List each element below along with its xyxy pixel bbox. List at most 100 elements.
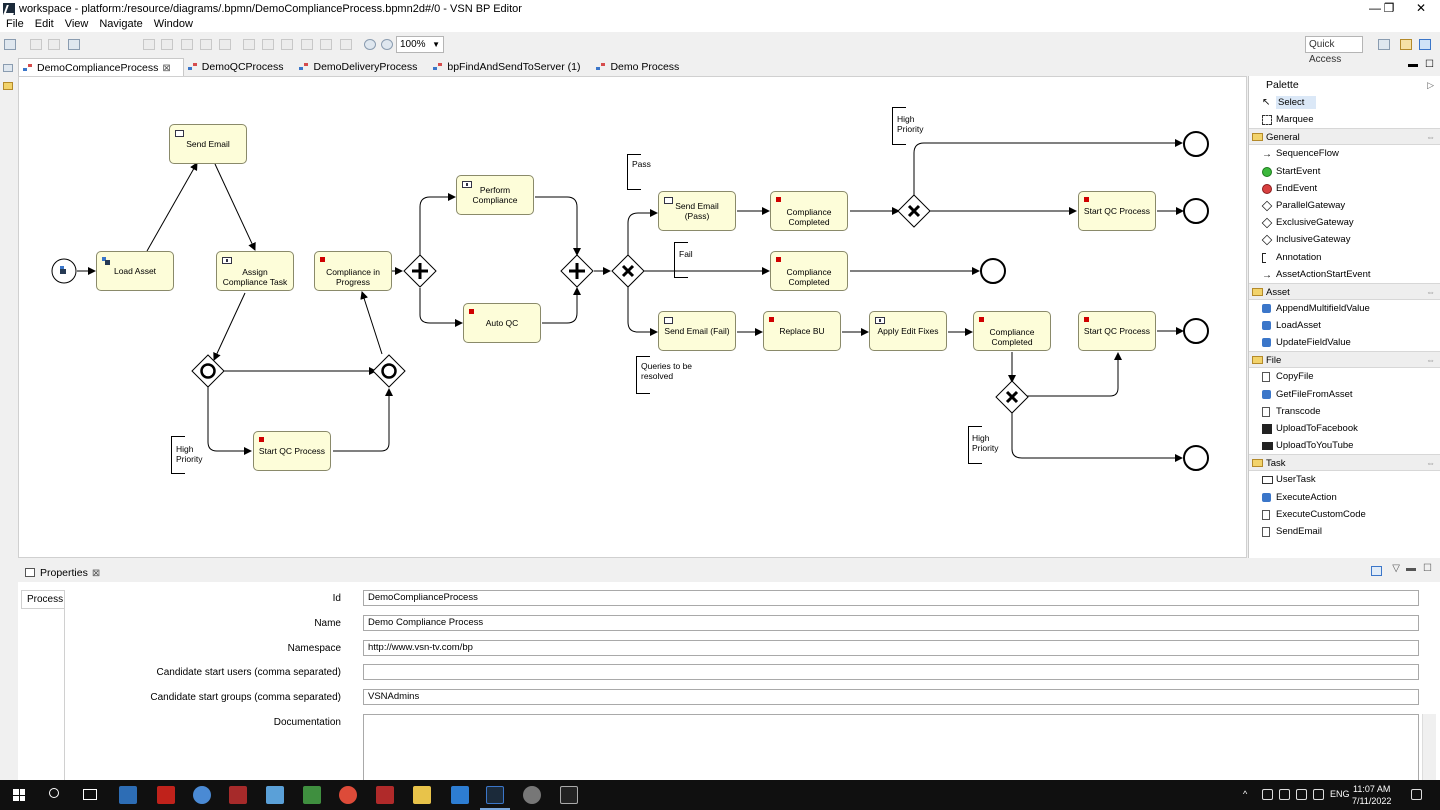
annotation-bracket[interactable] bbox=[627, 154, 641, 190]
new-icon[interactable] bbox=[4, 39, 16, 50]
terminal-app-icon[interactable] bbox=[560, 786, 578, 804]
language-indicator[interactable]: ENG bbox=[1330, 789, 1350, 799]
save-icon[interactable] bbox=[30, 39, 42, 50]
close-tab-icon[interactable]: ⊠ bbox=[91, 568, 101, 579]
candidate-users-field[interactable] bbox=[363, 664, 1419, 680]
palette-execute-action[interactable]: ExecuteAction bbox=[1249, 489, 1440, 506]
annotation-high-priority-2[interactable]: High Priority bbox=[176, 444, 203, 464]
palette-load-asset[interactable]: LoadAsset bbox=[1249, 317, 1440, 334]
palette-group-file[interactable]: File⇔ bbox=[1249, 351, 1440, 369]
menu-navigate[interactable]: Navigate bbox=[99, 18, 143, 30]
palette-group-general[interactable]: General⇔ bbox=[1249, 128, 1440, 146]
palette-start-event[interactable]: StartEvent bbox=[1249, 163, 1440, 180]
palette-update-field-value[interactable]: UpdateFieldValue bbox=[1249, 334, 1440, 351]
palette-annotation[interactable]: Annotation bbox=[1249, 249, 1440, 266]
align-right-icon[interactable] bbox=[181, 39, 193, 50]
annotation-fail[interactable]: Fail bbox=[679, 249, 693, 259]
menu-window[interactable]: Window bbox=[153, 18, 193, 30]
tab-demo-delivery-process[interactable]: DemoDeliveryProcess bbox=[295, 58, 429, 76]
documentation-field[interactable] bbox=[363, 714, 1419, 784]
palette-select[interactable]: ↖Select bbox=[1249, 94, 1440, 111]
view-menu-icon[interactable]: ▽ bbox=[1392, 563, 1400, 574]
diagram-canvas[interactable]: Send Email Load Asset Assign Compliance … bbox=[18, 76, 1247, 558]
chevron-right-icon[interactable]: ▷ bbox=[1427, 80, 1434, 90]
task-send-email[interactable]: Send Email bbox=[169, 124, 247, 164]
annotation-bracket[interactable] bbox=[674, 242, 688, 278]
palette-get-file-from-asset[interactable]: GetFileFromAsset bbox=[1249, 386, 1440, 403]
pin-icon[interactable] bbox=[1371, 566, 1382, 576]
notepad-app-icon[interactable] bbox=[303, 786, 321, 804]
palette-group-task[interactable]: Task⇔ bbox=[1249, 454, 1440, 472]
menu-view[interactable]: View bbox=[64, 18, 89, 30]
match-height-icon[interactable] bbox=[281, 39, 293, 50]
namespace-field[interactable]: http://www.vsn-tv.com/bp bbox=[363, 640, 1419, 656]
show-hidden-icon[interactable]: ^ bbox=[1243, 789, 1248, 799]
zoom-out-icon[interactable] bbox=[364, 39, 376, 50]
clipboard-icon[interactable] bbox=[68, 39, 80, 50]
task-compliance-completed-2[interactable]: Compliance Completed bbox=[770, 251, 848, 291]
minimize-button[interactable]: — bbox=[1369, 1, 1381, 15]
side-tab-process[interactable]: Process bbox=[21, 590, 64, 609]
palette-copy-file[interactable]: CopyFile bbox=[1249, 368, 1440, 385]
minimize-editor-icon[interactable]: ▬ bbox=[1408, 59, 1418, 70]
palette-transcode[interactable]: Transcode bbox=[1249, 403, 1440, 420]
chrome-app-icon[interactable] bbox=[339, 786, 357, 804]
collapse-icon[interactable]: ⇔ bbox=[1426, 132, 1435, 143]
quick-access-field[interactable]: Quick Access bbox=[1305, 36, 1363, 65]
align-bottom-icon[interactable] bbox=[243, 39, 255, 50]
align-middle-icon[interactable] bbox=[219, 39, 231, 50]
zoom-select[interactable]: 100%▼ bbox=[396, 36, 444, 53]
task-start-qc-process-3[interactable]: Start QC Process bbox=[253, 431, 331, 471]
tab-properties[interactable]: Properties⊠ bbox=[22, 564, 106, 582]
layout-icon[interactable] bbox=[340, 39, 352, 50]
palette-asset-action-start-event[interactable]: AssetActionStartEvent bbox=[1249, 266, 1440, 284]
palette-parallel-gateway[interactable]: ParallelGateway bbox=[1249, 197, 1440, 214]
palette-sequence-flow[interactable]: SequenceFlow bbox=[1249, 145, 1440, 163]
settings-app-icon[interactable] bbox=[523, 786, 541, 804]
task-start-qc-process-2[interactable]: Start QC Process bbox=[1078, 311, 1156, 351]
tab-demo-process[interactable]: Demo Process bbox=[592, 58, 691, 76]
annotation-queries[interactable]: Queries to be resolved bbox=[641, 361, 693, 381]
annotation-bracket[interactable] bbox=[636, 356, 650, 394]
task-compliance-completed-1[interactable]: Compliance Completed bbox=[770, 191, 848, 231]
collapse-icon[interactable]: ⇔ bbox=[1426, 286, 1435, 297]
task-auto-qc[interactable]: Auto QC bbox=[463, 303, 541, 343]
distribute-v-icon[interactable] bbox=[320, 39, 332, 50]
annotation-bracket[interactable] bbox=[171, 436, 185, 474]
restore-icon[interactable] bbox=[3, 64, 13, 72]
task-apply-edit-fixes[interactable]: Apply Edit Fixes bbox=[869, 311, 947, 351]
tray-icon[interactable] bbox=[1279, 789, 1290, 800]
annotation-high-priority-3[interactable]: High Priority bbox=[972, 433, 999, 453]
maximize-view-icon[interactable]: ☐ bbox=[1423, 563, 1432, 574]
network-icon[interactable] bbox=[1262, 789, 1273, 800]
filezilla-app-icon[interactable] bbox=[157, 786, 175, 804]
save-all-icon[interactable] bbox=[48, 39, 60, 50]
palette-exclusive-gateway[interactable]: ExclusiveGateway bbox=[1249, 214, 1440, 231]
collapse-icon[interactable]: ⇔ bbox=[1426, 355, 1435, 366]
app-icon-5[interactable] bbox=[266, 786, 284, 804]
candidate-groups-field[interactable]: VSNAdmins bbox=[363, 689, 1419, 705]
tab-bp-find-and-send[interactable]: bpFindAndSendToServer (1) bbox=[429, 58, 592, 76]
annotation-pass[interactable]: Pass bbox=[632, 159, 651, 169]
close-tab-icon[interactable]: ⊠ bbox=[162, 63, 171, 74]
windows-start-icon[interactable] bbox=[13, 789, 25, 801]
palette-marquee[interactable]: Marquee bbox=[1249, 111, 1440, 128]
annotation-high-priority-1[interactable]: High Priority bbox=[897, 114, 924, 134]
align-top-icon[interactable] bbox=[200, 39, 212, 50]
file-explorer-app-icon[interactable] bbox=[119, 786, 137, 804]
collapse-icon[interactable]: ⇔ bbox=[1426, 458, 1435, 469]
tab-demo-qc-process[interactable]: DemoQCProcess bbox=[184, 58, 296, 76]
scrollbar[interactable] bbox=[1422, 714, 1436, 780]
palette-send-email[interactable]: SendEmail bbox=[1249, 523, 1440, 540]
task-load-asset[interactable]: Load Asset bbox=[96, 251, 174, 291]
palette-group-asset[interactable]: Asset⇔ bbox=[1249, 282, 1440, 300]
palette-user-task[interactable]: UserTask bbox=[1249, 471, 1440, 488]
maximize-editor-icon[interactable]: ☐ bbox=[1425, 59, 1434, 70]
annotation-bracket[interactable] bbox=[892, 107, 906, 145]
resource-perspective-icon[interactable] bbox=[1400, 39, 1412, 50]
match-width-icon[interactable] bbox=[262, 39, 274, 50]
search-icon[interactable] bbox=[49, 788, 59, 798]
task-start-qc-process-1[interactable]: Start QC Process bbox=[1078, 191, 1156, 231]
task-perform-compliance[interactable]: Perform Compliance bbox=[456, 175, 534, 215]
tab-demo-compliance-process[interactable]: DemoComplianceProcess⊠ bbox=[18, 58, 184, 76]
